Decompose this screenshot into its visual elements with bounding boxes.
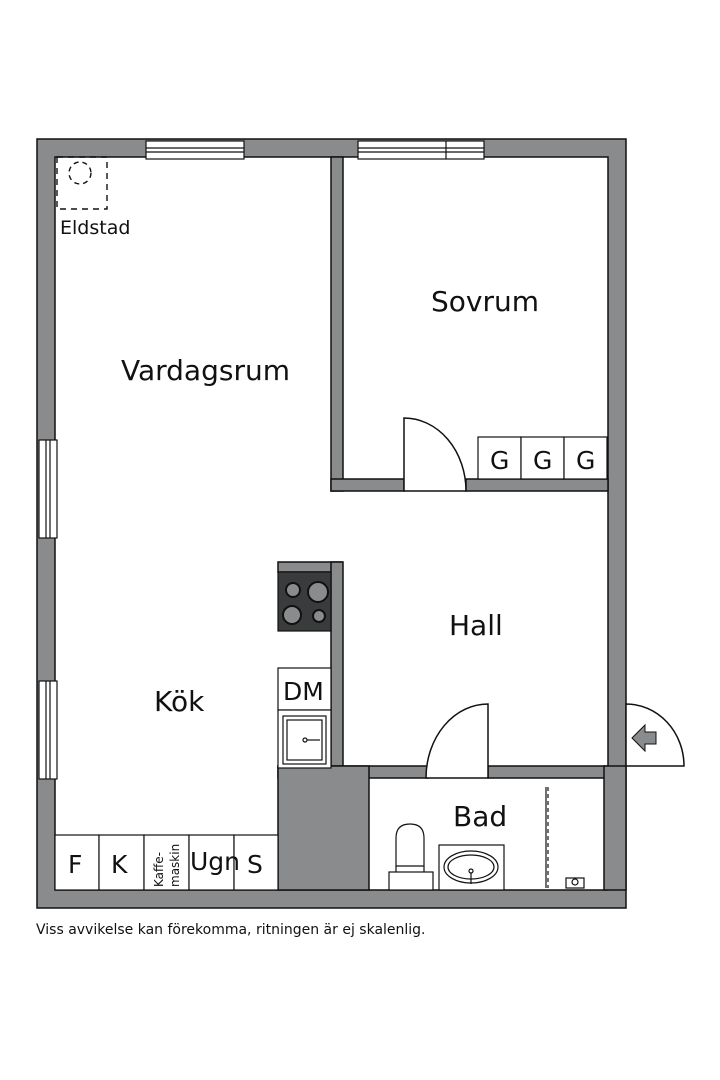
coffee-machine-label-1: Kaffe- — [152, 852, 166, 887]
room-label-hall: Hall — [449, 609, 503, 642]
interior-walls — [277, 156, 627, 891]
dishwasher-label: DM — [283, 677, 324, 706]
coffee-machine-label-2: maskin — [168, 844, 182, 887]
fridge-label: F — [68, 850, 82, 879]
room-label-sovrum: Sovrum — [431, 285, 539, 318]
stove-icon — [277, 571, 332, 632]
kitchen-row — [54, 834, 279, 891]
entrance-arrow-icon — [631, 723, 657, 753]
bathroom-sink-icon — [438, 844, 505, 891]
shower-icon — [545, 787, 585, 889]
kitchen-sink-icon — [277, 709, 332, 769]
windows — [38, 140, 485, 780]
room-label-vardagsrum: Vardagsrum — [121, 354, 290, 387]
wardrobe-1: G — [490, 446, 509, 475]
disclaimer-text: Viss avvikelse kan förekomma, ritningen … — [36, 922, 426, 938]
fireplace-icon — [56, 156, 108, 210]
fireplace-label: Eldstad — [60, 217, 130, 239]
wardrobe-2: G — [533, 446, 552, 475]
freezer-label: K — [111, 850, 128, 879]
oven-label: Ugn — [190, 847, 240, 876]
sink-label: S — [247, 850, 263, 879]
wardrobe-3: G — [576, 446, 595, 475]
wardrobes — [477, 436, 608, 480]
room-label-kok: Kök — [154, 685, 205, 718]
toilet-icon — [388, 823, 434, 891]
room-label-bad: Bad — [453, 800, 507, 833]
